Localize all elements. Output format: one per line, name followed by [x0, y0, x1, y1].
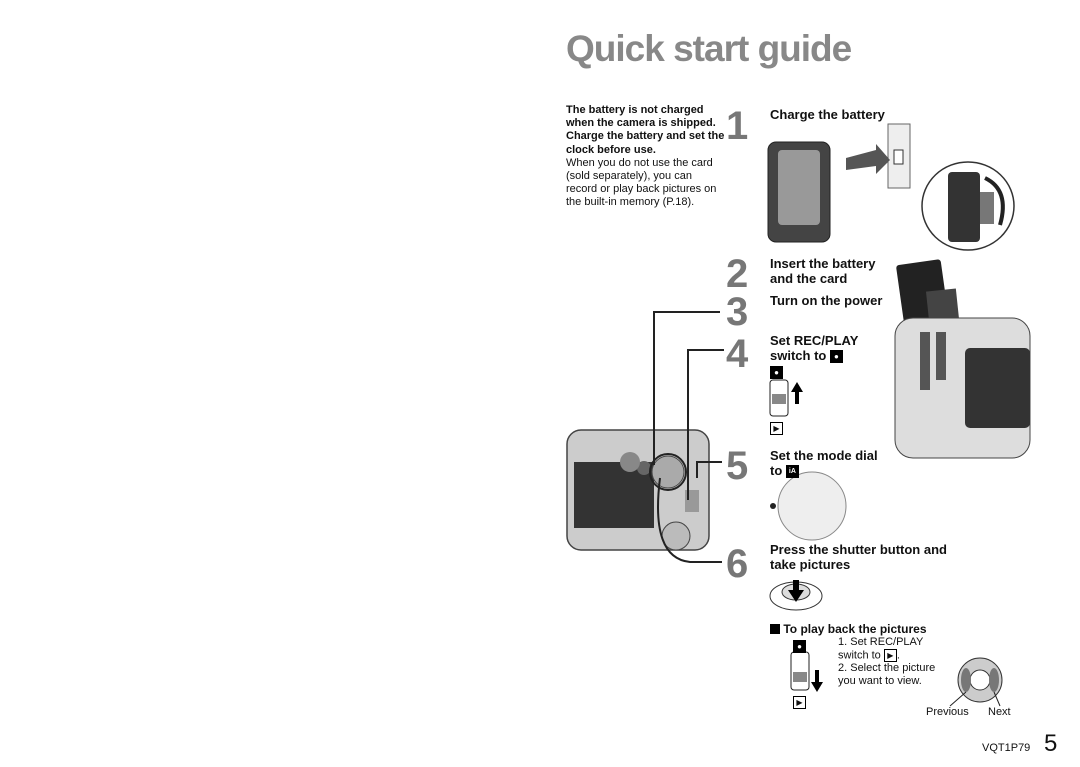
next-label: Next: [988, 706, 1011, 718]
battery-card-illustration: [894, 259, 1031, 459]
step-number-4: 4: [726, 332, 749, 376]
model-code: VQT1P79: [982, 742, 1031, 754]
intro-note-bold: The battery is not charged when the came…: [566, 104, 725, 156]
step-number-1: 1: [726, 104, 749, 148]
step-text-5: Set the mode dial to: [770, 448, 878, 478]
playback-heading: To play back the pictures: [783, 622, 927, 636]
playback-step-1-container: 1. Set REC/PLAY switch to ▶.: [838, 636, 924, 662]
step-text-4: Set REC/PLAY switch to: [770, 333, 859, 363]
shutter-button-illustration: [769, 580, 823, 611]
camera-illustration: [566, 311, 724, 563]
mode-dial: [770, 471, 847, 541]
step-text-2: Insert the battery and the card: [770, 256, 876, 286]
playback-heading-container: To play back the pictures: [770, 622, 927, 637]
page-number: 5: [1044, 730, 1058, 757]
previous-label: Previous: [926, 706, 969, 718]
step-number-3: 3: [726, 290, 749, 334]
playback-step-1: 1. Set REC/PLAY switch to: [838, 636, 924, 662]
step-text-6: Press the shutter button and take pictur…: [770, 542, 947, 572]
playback-step-2: 2. Select the picture you want to view.: [838, 662, 936, 687]
step-number-6: 6: [726, 542, 749, 586]
playback-switch: [790, 651, 823, 692]
square-bullet-icon: [770, 624, 780, 634]
cursor-pad: [949, 657, 1003, 707]
step-number-5: 5: [726, 444, 749, 488]
intro-note: The battery is not charged when the came…: [566, 104, 726, 210]
step-text-1: Charge the battery: [770, 107, 885, 122]
ia-icon: iA: [785, 465, 799, 479]
play-icon: ▶: [883, 649, 897, 662]
camera-icon: ●: [770, 364, 783, 382]
step-number-2: 2: [726, 252, 749, 296]
intro-note-body: When you do not use the card (sold separ…: [566, 156, 717, 209]
step-text-3: Turn on the power: [770, 293, 883, 308]
play-icon: ▶: [770, 420, 783, 438]
step-text-5-container: Set the mode dial to iA: [770, 448, 890, 479]
page-title: Quick start guide: [566, 28, 852, 69]
charger-illustration: [767, 123, 1015, 251]
camera-icon: ●: [829, 350, 843, 364]
play-icon: ▶: [793, 694, 806, 712]
step-text-4-container: Set REC/PLAY switch to ●: [770, 333, 870, 364]
camera-icon: ●: [793, 638, 806, 656]
rec-play-switch: [769, 379, 803, 417]
